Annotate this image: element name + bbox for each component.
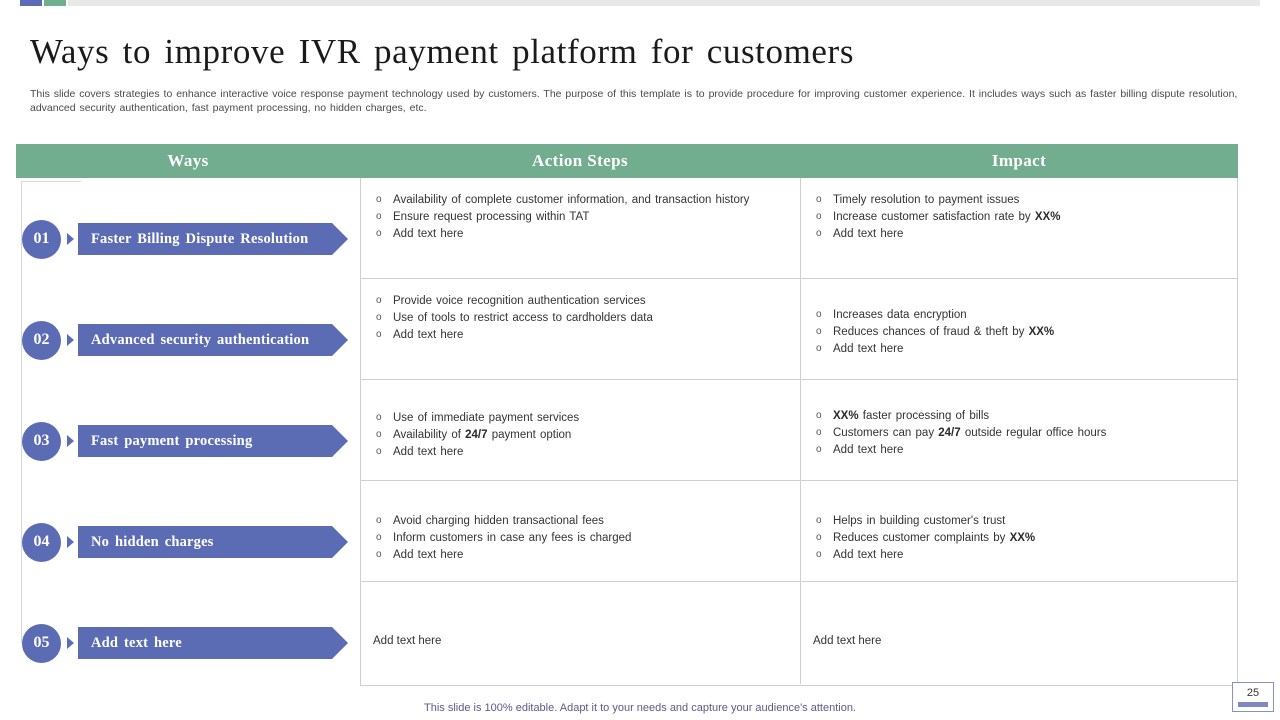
table-row: Avoid charging hidden transactional fees… xyxy=(361,481,1237,582)
bullet-list: XX% faster processing of bills Customers… xyxy=(813,408,1221,458)
cell-action-steps-05: Add text here xyxy=(361,582,801,684)
step-number-03: 03 xyxy=(22,421,61,461)
cell-impact-05: Add text here xyxy=(801,582,1237,684)
list-item: Increases data encryption xyxy=(813,307,1221,323)
step-row-04[interactable]: 04 No hidden charges xyxy=(22,522,348,562)
list-item: Add text here xyxy=(373,547,784,563)
table-row: Provide voice recognition authentication… xyxy=(361,279,1237,380)
list-item: Reduces chances of fraud & theft by XX% xyxy=(813,324,1221,340)
table-row: Availability of complete customer inform… xyxy=(361,178,1237,279)
table-body: Availability of complete customer inform… xyxy=(360,178,1238,686)
list-item: Add text here xyxy=(373,327,784,343)
arrow-icon xyxy=(67,536,74,548)
arrow-icon xyxy=(67,637,74,649)
list-item: Add text here xyxy=(373,226,784,242)
column-header-ways: Ways xyxy=(167,151,209,170)
arrow-icon xyxy=(67,233,74,245)
cell-impact-02: Increases data encryption Reduces chance… xyxy=(801,279,1237,379)
column-header-action-steps: Action Steps xyxy=(532,151,628,170)
placeholder-text: Add text here xyxy=(813,635,882,647)
list-item: Helps in building customer's trust xyxy=(813,513,1221,529)
table-row: Use of immediate payment services Availa… xyxy=(361,380,1237,481)
list-item: Add text here xyxy=(813,547,1221,563)
page-badge-bar xyxy=(1238,702,1268,707)
step-row-03[interactable]: 03 Fast payment processing xyxy=(22,421,348,461)
arrow-icon xyxy=(67,334,74,346)
step-row-01[interactable]: 01 Faster Billing Dispute Resolution xyxy=(22,219,348,259)
list-item: Increase customer satisfaction rate by X… xyxy=(813,209,1221,225)
bullet-list: Increases data encryption Reduces chance… xyxy=(813,307,1221,357)
cell-action-steps-01: Availability of complete customer inform… xyxy=(361,178,801,278)
bullet-list: Use of immediate payment services Availa… xyxy=(373,410,784,460)
step-row-02[interactable]: 02 Advanced security authentication xyxy=(22,320,348,360)
list-item: Add text here xyxy=(813,341,1221,357)
accent-segment-grey xyxy=(68,0,1260,6)
page-subtitle: This slide covers strategies to enhance … xyxy=(30,88,1238,114)
cell-action-steps-04: Avoid charging hidden transactional fees… xyxy=(361,481,801,581)
cell-impact-03: XX% faster processing of bills Customers… xyxy=(801,380,1237,480)
cell-action-steps-03: Use of immediate payment services Availa… xyxy=(361,380,801,480)
step-label-02: Advanced security authentication xyxy=(78,324,348,356)
list-item: Reduces customer complaints by XX% xyxy=(813,530,1221,546)
page-number: 25 xyxy=(1246,687,1260,699)
bullet-list: Helps in building customer's trust Reduc… xyxy=(813,513,1221,563)
list-item: Add text here xyxy=(373,444,784,460)
list-item: Availability of complete customer inform… xyxy=(373,192,784,208)
step-label-04: No hidden charges xyxy=(78,526,348,558)
column-header-impact: Impact xyxy=(991,151,1047,170)
step-number-05: 05 xyxy=(22,623,61,663)
list-item: XX% faster processing of bills xyxy=(813,408,1221,424)
list-item: Add text here xyxy=(813,442,1221,458)
cell-impact-01: Timely resolution to payment issues Incr… xyxy=(801,178,1237,278)
table-row: Add text here Add text here xyxy=(361,582,1237,684)
step-number-01: 01 xyxy=(22,219,61,259)
accent-segment-blue xyxy=(20,0,42,6)
top-accent-bar xyxy=(0,0,1280,6)
step-number-04: 04 xyxy=(22,522,61,562)
table-header: Ways Action Steps Impact xyxy=(16,144,1238,178)
page-number-badge[interactable]: 25 xyxy=(1232,682,1274,712)
arrow-icon xyxy=(67,435,74,447)
list-item: Add text here xyxy=(813,226,1221,242)
bullet-list: Avoid charging hidden transactional fees… xyxy=(373,513,784,563)
list-item: Customers can pay 24/7 outside regular o… xyxy=(813,425,1221,441)
bullet-list: Provide voice recognition authentication… xyxy=(373,293,784,343)
step-label-01: Faster Billing Dispute Resolution xyxy=(78,223,348,255)
list-item: Use of immediate payment services xyxy=(373,410,784,426)
list-item: Use of tools to restrict access to cardh… xyxy=(373,310,784,326)
list-item: Provide voice recognition authentication… xyxy=(373,293,784,309)
accent-segment-green xyxy=(44,0,66,6)
step-label-05: Add text here xyxy=(78,627,348,659)
list-item: Ensure request processing within TAT xyxy=(373,209,784,225)
list-item: Inform customers in case any fees is cha… xyxy=(373,530,784,546)
list-item: Availability of 24/7 payment option xyxy=(373,427,784,443)
timeline-rail xyxy=(21,181,81,643)
page-title: Ways to improve IVR payment platform for… xyxy=(30,32,855,71)
cell-impact-04: Helps in building customer's trust Reduc… xyxy=(801,481,1237,581)
cell-action-steps-02: Provide voice recognition authentication… xyxy=(361,279,801,379)
step-label-03: Fast payment processing xyxy=(78,425,348,457)
step-number-02: 02 xyxy=(22,320,61,360)
footer-note: This slide is 100% editable. Adapt it to… xyxy=(424,702,856,714)
list-item: Timely resolution to payment issues xyxy=(813,192,1221,208)
placeholder-text: Add text here xyxy=(373,635,442,647)
bullet-list: Availability of complete customer inform… xyxy=(373,192,784,242)
list-item: Avoid charging hidden transactional fees xyxy=(373,513,784,529)
bullet-list: Timely resolution to payment issues Incr… xyxy=(813,192,1221,242)
step-row-05[interactable]: 05 Add text here xyxy=(22,623,348,663)
